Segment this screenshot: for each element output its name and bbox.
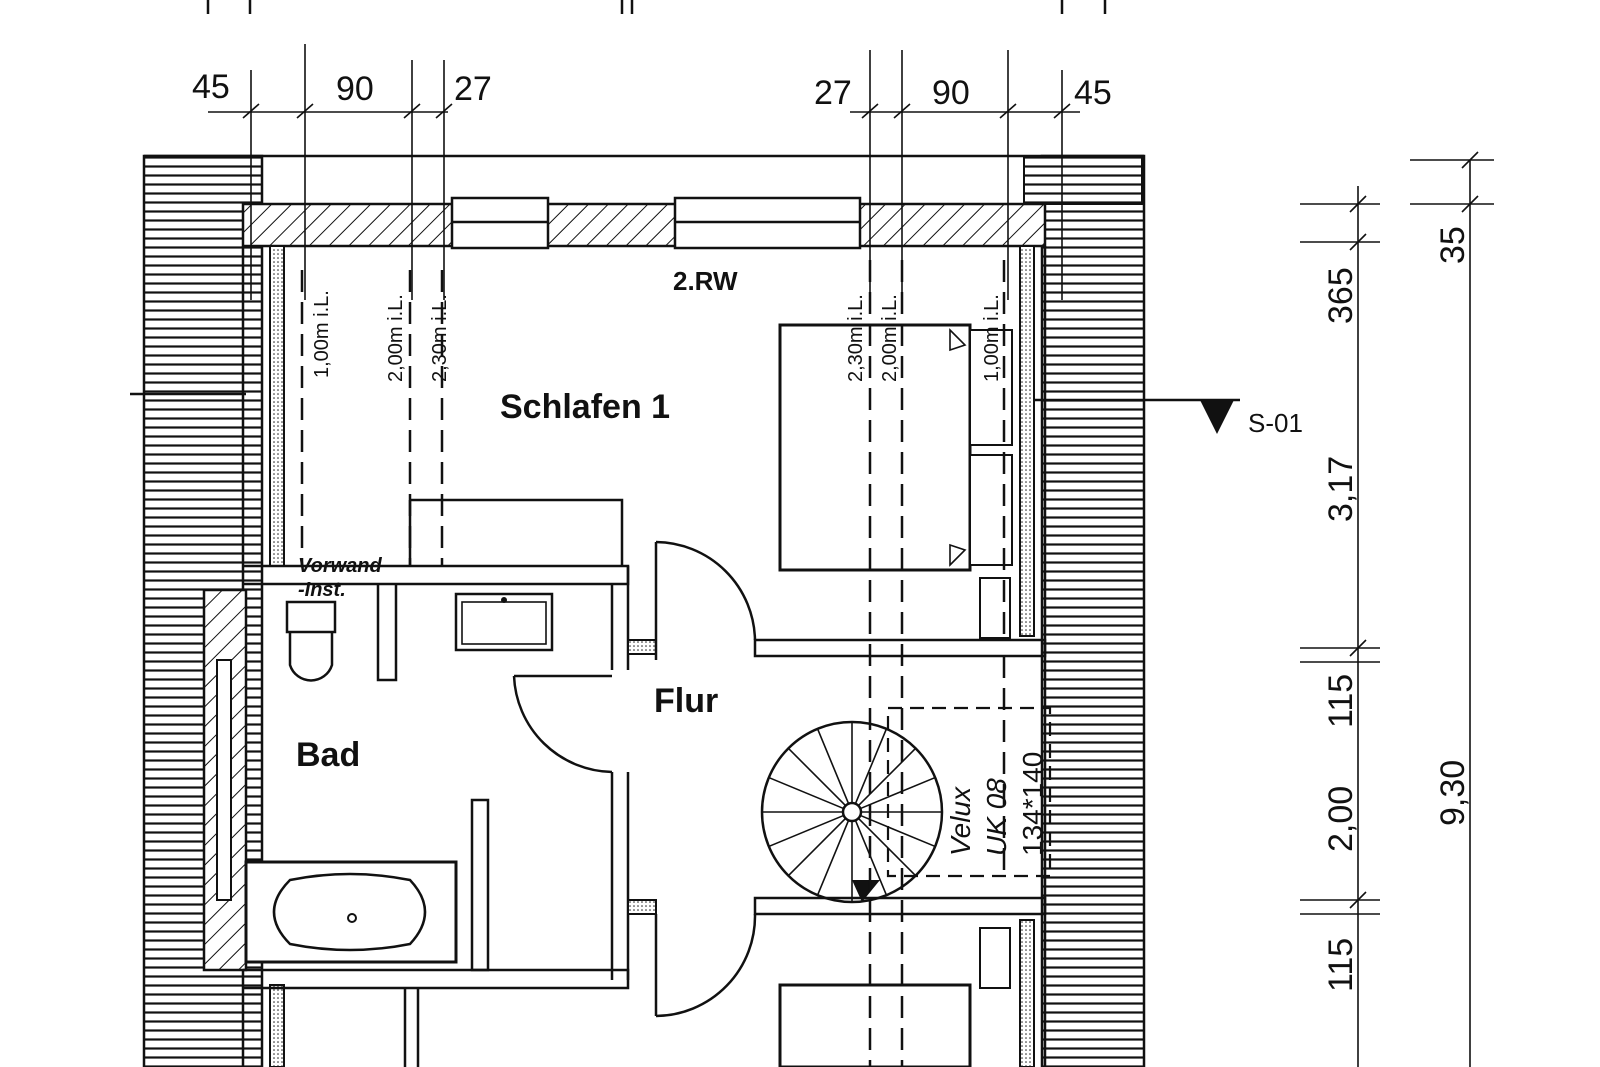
top-dimension-chain bbox=[206, 0, 1107, 300]
dim-top-4: 27 bbox=[814, 74, 852, 112]
dim-right-5: 115 bbox=[1322, 938, 1360, 992]
ceiling-height-right-3: 1,00m i.L. bbox=[981, 294, 1003, 382]
right-dimension-chains bbox=[1300, 151, 1494, 1067]
bed-lower bbox=[778, 983, 972, 1067]
ceiling-height-left-1: 1,00m i.L. bbox=[311, 290, 333, 378]
room-label-bath: Bad bbox=[296, 736, 360, 774]
dim-top-6: 45 bbox=[1074, 74, 1112, 112]
dim-right-outer-1: 35 bbox=[1434, 226, 1472, 264]
room-label-hall: Flur bbox=[654, 682, 718, 720]
roof-window-outline bbox=[886, 706, 1052, 878]
roof-window-size: 134*140 bbox=[1017, 752, 1048, 856]
ceiling-height-right-2: 2,00m i.L. bbox=[879, 294, 901, 382]
knee-wall-right-lower bbox=[1019, 919, 1035, 1067]
stair-tread bbox=[768, 776, 844, 810]
ceiling-height-lines bbox=[300, 260, 1006, 1067]
dim-right-3: 115 bbox=[1322, 674, 1360, 728]
top-wall bbox=[241, 196, 1047, 250]
spiral-staircase bbox=[760, 720, 944, 904]
dim-right-4: 2,00 bbox=[1322, 786, 1360, 852]
dim-top-3: 27 bbox=[454, 70, 492, 108]
dim-top-5: 90 bbox=[932, 74, 970, 112]
stair-tread bbox=[857, 817, 917, 877]
ceiling-height-left-2: 2,00m i.L. bbox=[385, 294, 407, 382]
pre-wall-label-2: -Inst. bbox=[298, 579, 346, 601]
washbasin bbox=[454, 592, 554, 652]
ceiling-height-right-1: 2,30m i.L. bbox=[845, 294, 867, 382]
nightstand-lower bbox=[979, 927, 1011, 989]
bedroom-door bbox=[654, 540, 757, 660]
stair-tread bbox=[860, 814, 936, 848]
lower-room-door bbox=[654, 913, 757, 1018]
stair-tread bbox=[816, 728, 850, 804]
stair-tread bbox=[860, 776, 936, 810]
dim-right-2: 3,17 bbox=[1322, 456, 1360, 522]
wall-type-label: 2.RW bbox=[673, 266, 738, 296]
stair-tread bbox=[816, 820, 850, 896]
bathtub bbox=[244, 860, 458, 964]
dim-top-1: 45 bbox=[192, 68, 230, 106]
stair-tread bbox=[787, 817, 847, 877]
toilet bbox=[285, 600, 337, 682]
dim-top-2: 90 bbox=[336, 70, 374, 108]
roof-right bbox=[1023, 154, 1146, 1067]
bath-door bbox=[512, 674, 613, 774]
bath-window bbox=[216, 659, 232, 901]
room-label-bedroom: Schlafen 1 bbox=[500, 388, 670, 426]
interior-walls bbox=[243, 498, 1047, 1067]
stair-tread bbox=[854, 728, 888, 804]
dim-right-1: 365 bbox=[1322, 267, 1360, 324]
bath-exterior-wall bbox=[202, 588, 248, 972]
roof-window-brand: Velux bbox=[945, 786, 976, 856]
stair-tread bbox=[768, 814, 844, 848]
knee-wall-left-lower bbox=[269, 984, 285, 1067]
vertical-labels: 1,00m i.L. 2,00m i.L. 2,30m i.L. 2,30m i… bbox=[311, 226, 1472, 992]
section-marker bbox=[130, 392, 1240, 434]
stair-tread bbox=[857, 747, 917, 807]
pre-wall-label: Vorwand bbox=[298, 555, 382, 577]
dim-right-outer-2: 9,30 bbox=[1434, 760, 1472, 826]
knee-wall-right bbox=[1019, 245, 1035, 637]
knee-wall-left bbox=[269, 245, 285, 567]
section-marker-label: S-01 bbox=[1248, 408, 1303, 438]
nightstand bbox=[979, 577, 1011, 639]
stair-tread bbox=[787, 747, 847, 807]
roof-window-model: UK 08 bbox=[981, 778, 1012, 856]
ceiling-height-left-3: 2,30m i.L. bbox=[429, 294, 451, 382]
